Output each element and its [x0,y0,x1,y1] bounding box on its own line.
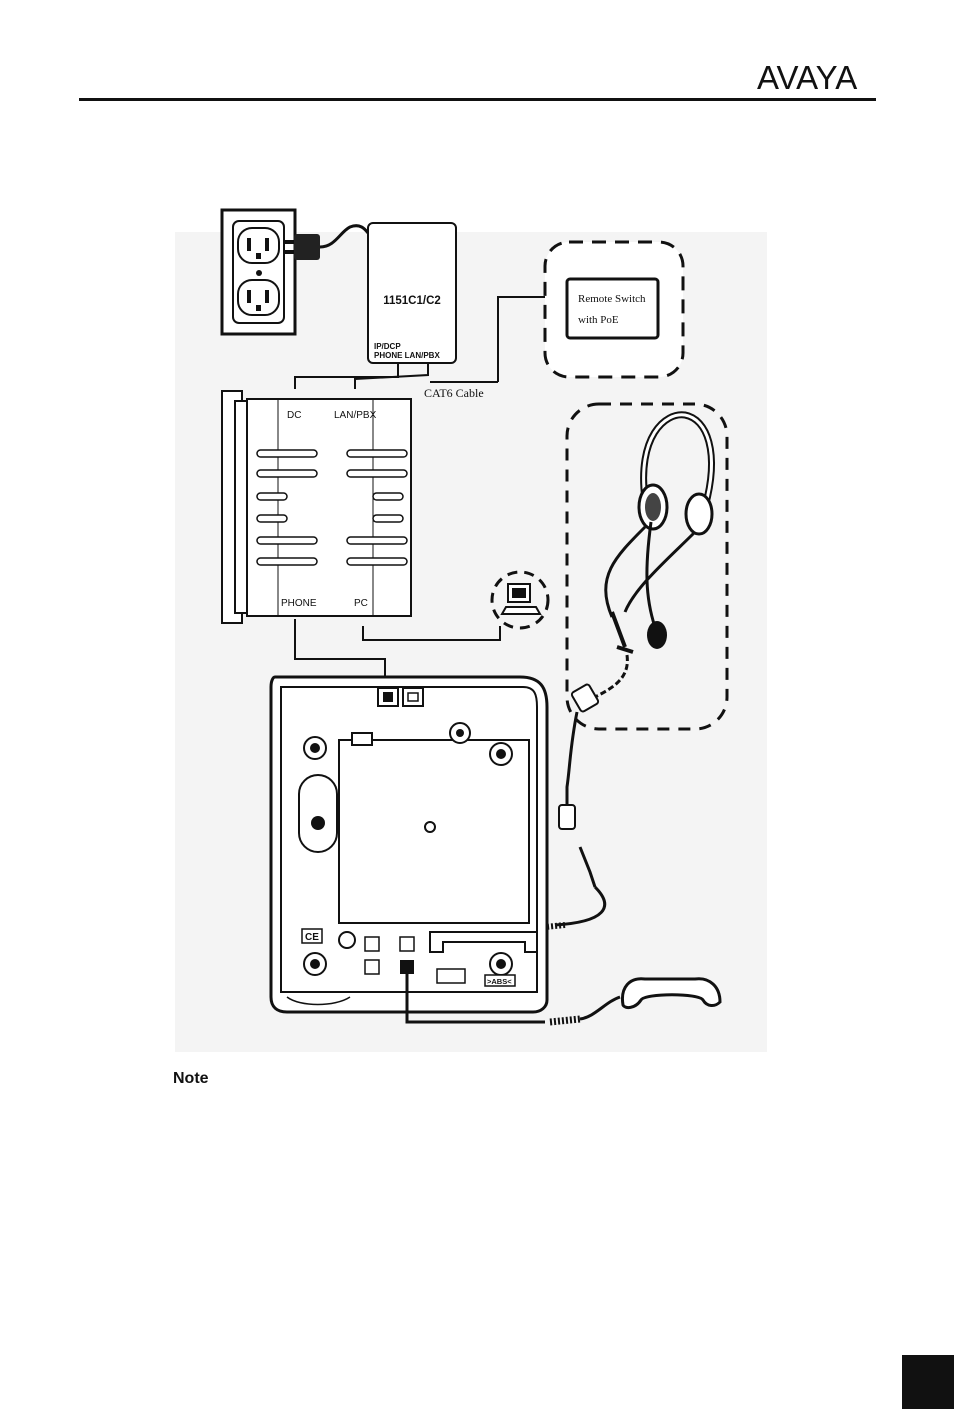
logo-text: AVAYA [757,59,857,96]
header-rule [79,98,876,101]
adapter-model: 1151C1/C2 [383,295,441,307]
ce-mark: CE [305,932,319,943]
avaya-logo: AVAYA [757,59,857,96]
power-adapter: 1151C1/C2 IP/DCP PHONE LAN/PBX [367,222,457,364]
note-label: Note [173,1070,209,1087]
wall-outlet [220,208,297,336]
splitter-lan-label: LAN/PBX [334,410,377,421]
power-plug [284,224,370,260]
page-tab [902,1355,954,1409]
handset-icon [405,967,722,1026]
adapter-port-label-2: PHONE LAN/PBX [374,351,440,360]
adapter-port-label-1: IP/DCP [374,342,401,351]
remote-switch-line2: with PoE [578,314,619,326]
phone-base: CE >ABS< [269,675,549,1014]
splitter-dc-label: DC [287,410,301,421]
remote-switch: Remote Switch with PoE [543,240,685,379]
abs-mark: >ABS< [487,977,512,986]
connection-diagram: 1151C1/C2 IP/DCP PHONE LAN/PBX Remote Sw… [175,208,767,1052]
splitter-pc-label: PC [354,598,368,609]
remote-switch-line1: Remote Switch [578,293,646,305]
splitter-box: DC LAN/PBX PHONE PC [221,390,412,624]
cable-label: CAT6 Cable [424,386,484,400]
splitter-phone-label: PHONE [281,598,317,609]
headset-icon [565,402,729,731]
pc-icon [490,570,550,630]
